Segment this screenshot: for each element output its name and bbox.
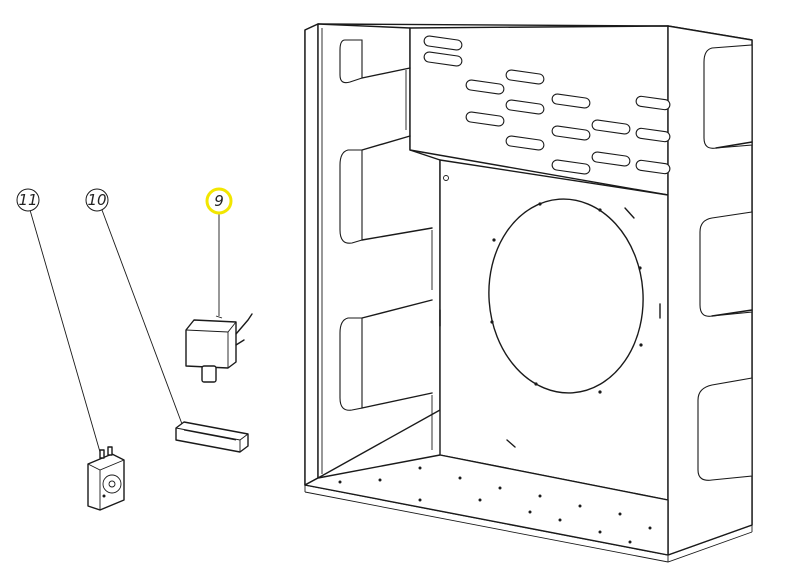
callout-11-label: 11 (18, 191, 37, 209)
callout-10-ring (85, 188, 109, 212)
callout-9-ring (205, 187, 233, 215)
leader-line-11 (29, 209, 101, 453)
callout-10-label: 10 (87, 191, 106, 209)
cabinet-housing (304, 23, 753, 563)
mounting-bracket[interactable] (175, 421, 249, 453)
floor-holes (338, 466, 652, 544)
callout-11[interactable]: 11 (16, 188, 40, 212)
vent-louvers (423, 35, 671, 175)
leader-line-10 (101, 209, 183, 425)
callout-11-ring (16, 188, 40, 212)
fan-opening (439, 175, 661, 448)
callout-9-label: 9 (214, 192, 224, 210)
callout-10[interactable]: 10 (85, 188, 109, 212)
component-box[interactable] (185, 313, 253, 383)
callout-9[interactable]: 9 (205, 187, 233, 215)
pressure-switch[interactable] (87, 446, 125, 511)
